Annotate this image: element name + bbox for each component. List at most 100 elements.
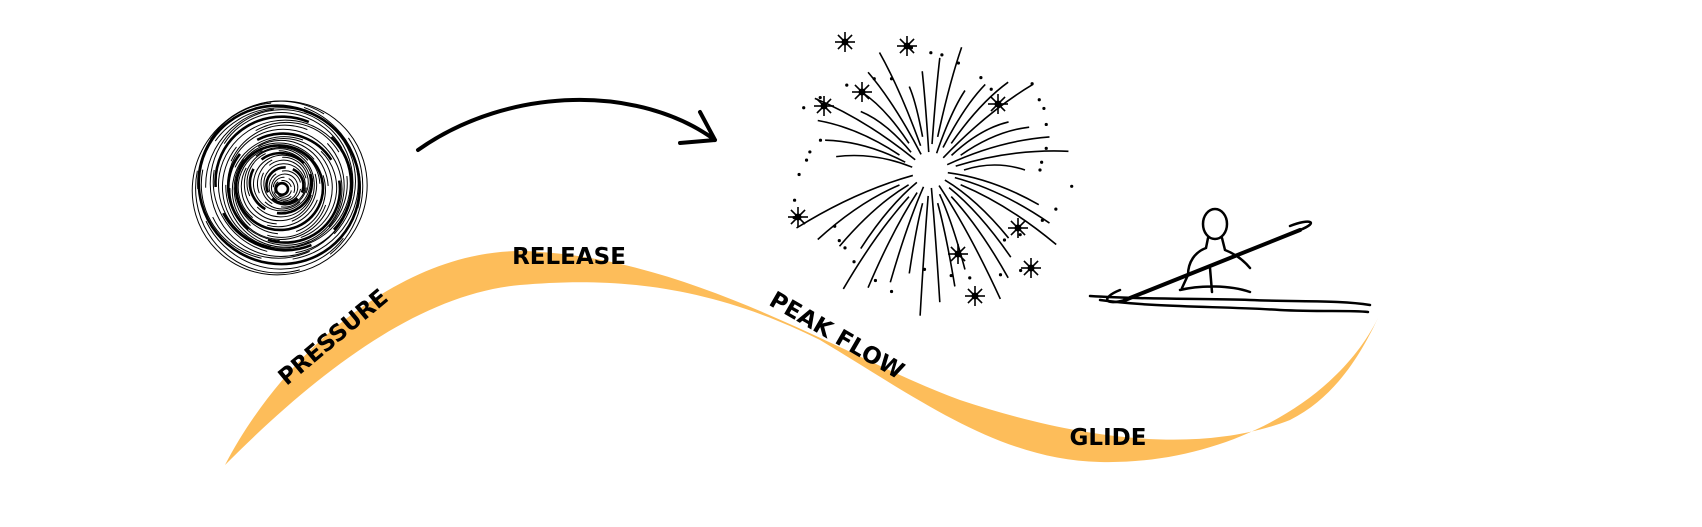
firework-ray (936, 46, 963, 138)
stage-label-peak-flow: PEAK FLOW (765, 287, 908, 385)
firework-ray (867, 192, 918, 289)
spark-dot (845, 83, 849, 87)
spiral-stroke (246, 150, 314, 218)
firework-ray (921, 71, 930, 153)
spiral-stroke (248, 151, 314, 215)
spiral-stroke (237, 146, 321, 228)
spark-core (903, 42, 911, 50)
spark-core (858, 88, 866, 96)
spark-dot (792, 216, 796, 220)
firework-ray (814, 97, 916, 161)
firework-ray (954, 176, 1050, 224)
spark-dot (818, 138, 823, 142)
spiral-icon (191, 100, 368, 276)
spark-dot (968, 276, 972, 280)
firework-ray (930, 187, 941, 303)
spark-dot (1018, 233, 1022, 237)
spiral-stroke (209, 109, 354, 257)
firework-ray (817, 119, 900, 156)
spark-dot (792, 198, 797, 202)
firework-ray (908, 202, 924, 274)
stage-label-release: RELEASE (512, 244, 626, 270)
spark-dot (872, 77, 876, 81)
spiral-stroke (234, 142, 326, 235)
spark-dot (808, 150, 812, 154)
spark-dot (909, 46, 914, 50)
firework-ray (908, 86, 924, 137)
spiral-stroke (274, 179, 292, 198)
arrow-icon (416, 97, 717, 152)
firework-ray (860, 110, 912, 153)
spark-core (1014, 224, 1022, 232)
firework-ray (955, 150, 1069, 167)
firework-ray (931, 57, 941, 145)
firework-ray (836, 154, 913, 168)
spark-dot (873, 278, 878, 283)
spark-core (794, 213, 802, 221)
spark-dot (1040, 218, 1044, 222)
firework-ray (919, 195, 929, 316)
spiral-stroke (221, 121, 348, 249)
firework-ray (817, 184, 900, 241)
spark-dot (1044, 122, 1048, 127)
spark-dot (833, 224, 837, 228)
spiral-stroke (253, 154, 311, 212)
spiral-stroke (225, 124, 345, 248)
spiral-stroke (234, 144, 325, 232)
firework-ray (825, 139, 906, 163)
spark-dot (949, 273, 953, 278)
spark-dot (1044, 146, 1048, 150)
spark-dot (818, 95, 822, 100)
spark-dot (1002, 238, 1007, 242)
spark-core (971, 292, 979, 300)
spark-dot (1037, 98, 1041, 102)
spark-dot (1038, 168, 1042, 172)
firework-ray (944, 179, 1010, 239)
spiral-stroke (268, 170, 302, 203)
firework-ray (796, 174, 914, 229)
stage-label-glide: GLIDE (1070, 425, 1147, 451)
spiral-stroke (197, 104, 361, 266)
spark-dot (889, 289, 894, 294)
spark-core (1027, 264, 1035, 272)
spiral-stroke (195, 100, 364, 274)
spark-dot (1030, 82, 1034, 86)
spark-dot (922, 267, 927, 271)
fireworks-icon (788, 32, 1074, 316)
spiral-stroke (274, 181, 290, 197)
firework-ray (878, 52, 922, 147)
firework-ray (963, 164, 1026, 171)
spiral-stroke (214, 115, 354, 252)
firework-ray (860, 181, 918, 249)
firework-ray (950, 121, 1009, 156)
kayaker-icon (1088, 207, 1372, 314)
firework-ray (942, 83, 986, 148)
spark-dot (989, 87, 993, 91)
spark-core (954, 250, 962, 258)
spark-dot (956, 61, 961, 65)
spiral-stroke (227, 132, 342, 244)
spiral-stroke (243, 148, 315, 222)
spark-dot (837, 239, 841, 243)
spark-dot (804, 158, 809, 162)
spark-core (994, 100, 1002, 108)
spark-dot (843, 246, 847, 250)
spark-dot (1019, 268, 1023, 273)
spark-dot (979, 76, 983, 80)
firework-ray (938, 193, 966, 270)
firework-ray (948, 187, 1012, 258)
spark-dot (1070, 184, 1074, 188)
spark-dot (802, 106, 806, 110)
firework-ray (950, 195, 1009, 279)
spiral-stroke (263, 163, 306, 206)
firework-ray (935, 90, 966, 154)
firework-ray (938, 185, 1002, 300)
spiral-stroke (226, 128, 343, 246)
spark-core (841, 38, 849, 46)
spiral-stroke (260, 159, 308, 208)
firework-ray (947, 171, 1040, 206)
spark-dot (998, 273, 1003, 277)
spiral-stroke (270, 173, 299, 202)
